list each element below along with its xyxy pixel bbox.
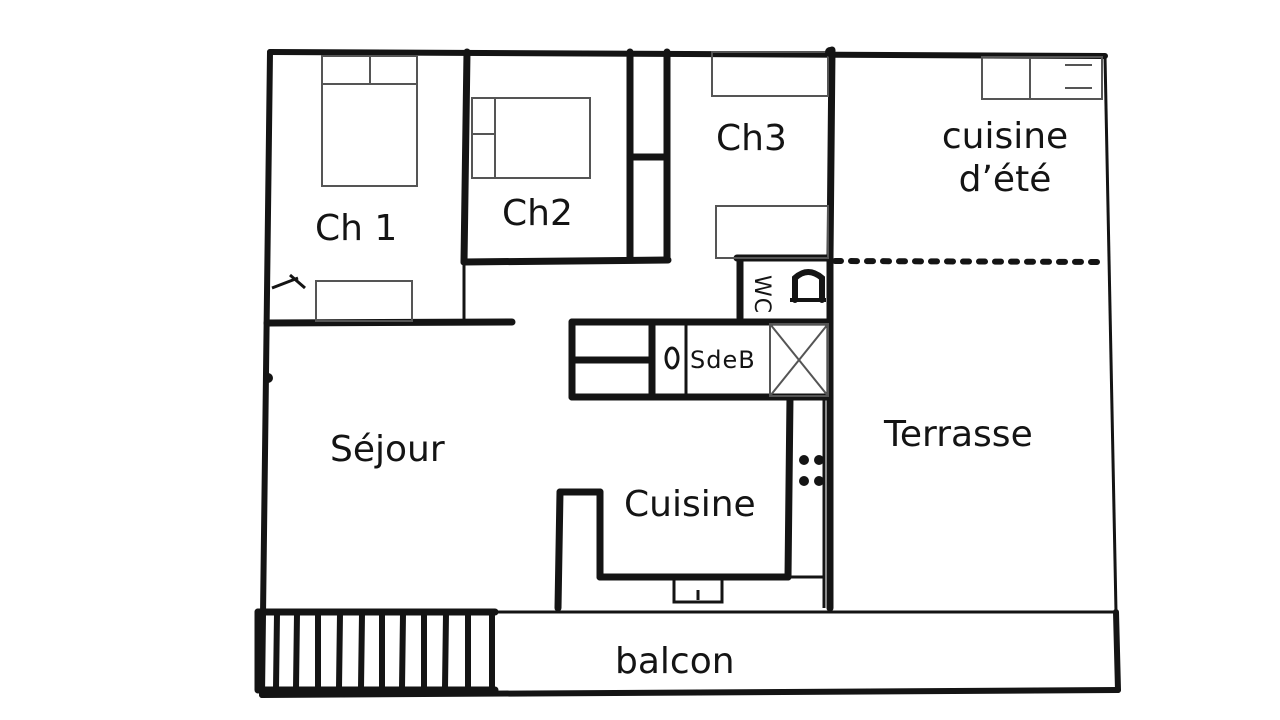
- kitchen-sink: [672, 576, 724, 604]
- shower: [769, 323, 829, 397]
- stove-icon: [799, 455, 824, 486]
- room-label-wc: WC: [749, 275, 774, 315]
- wall-ch3-right: [826, 46, 836, 262]
- wall-right: [1103, 55, 1118, 613]
- wall-ch2-bottom: [460, 256, 672, 266]
- wall-ch1-ch2: [460, 48, 471, 266]
- wall-top: [267, 49, 1108, 59]
- furniture: [271, 51, 1103, 604]
- bed-ch2: [471, 97, 591, 179]
- wall-bottom: [259, 687, 1121, 698]
- terrace-separator-dotted: [832, 258, 1107, 265]
- summer-kitchen-counter: [981, 56, 1103, 100]
- bed-ch3-top: [711, 51, 829, 97]
- room-label-cuisine-ete: cuisine d’été: [938, 115, 1072, 201]
- room-label-ch1: Ch 1: [315, 208, 398, 249]
- bed-ch3-bottom: [715, 205, 829, 259]
- room-label-balcon: balcon: [615, 641, 735, 682]
- desk-ch1: [315, 280, 413, 322]
- wall-junctions: [263, 47, 835, 383]
- toilet-icon: [792, 269, 825, 303]
- wall-kitchen-island-left: [554, 488, 564, 612]
- room-label-terrasse: Terrasse: [884, 414, 1033, 455]
- room-label-cuisine-ete-line2: d’été: [958, 159, 1052, 201]
- wall-kitchen-right: [784, 393, 794, 581]
- balcony-railing: [254, 608, 499, 694]
- room-label-ch2: Ch2: [502, 193, 573, 234]
- room-label-cuisine: Cuisine: [624, 484, 756, 525]
- room-label-sdeb: SdeB: [690, 346, 756, 374]
- wall-ch1-bottom: [263, 318, 516, 327]
- room-label-sejour: Séjour: [330, 429, 445, 470]
- thin-walls: [1103, 55, 1118, 613]
- room-label-cuisine-ete-line1: cuisine: [941, 116, 1069, 157]
- room-label-ch3: Ch3: [716, 118, 787, 159]
- wall-right-lower: [1113, 609, 1121, 693]
- washbasin-icon: [664, 346, 680, 370]
